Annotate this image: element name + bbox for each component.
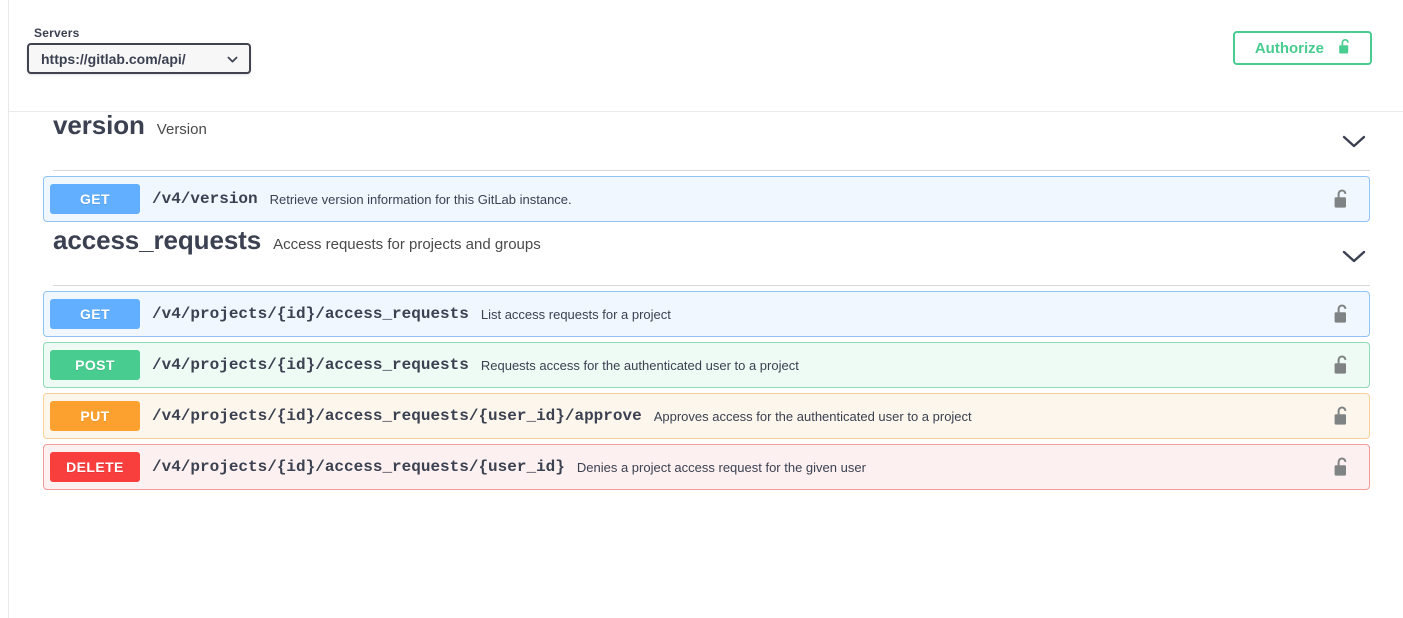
lock-open-icon[interactable] [1333,303,1351,325]
authorize-wrap: Authorize [1232,31,1372,65]
method-badge: GET [50,184,140,214]
tag-name: access_requests [53,225,262,255]
left-border-rule [8,0,9,618]
operation-path: /v4/projects/{id}/access_requests/{user_… [152,458,565,476]
chevron-down-icon[interactable] [1341,134,1367,149]
operation-summary: List access requests for a project [480,306,671,322]
tag-name: version [53,112,145,140]
authorize-button-label: Authorize [1254,39,1324,57]
operation-path: /v4/version [152,190,258,208]
authorize-button[interactable]: Authorize [1232,31,1372,65]
operation-row[interactable]: GET /v4/version Retrieve version informa… [43,176,1370,222]
operation-path: /v4/projects/{id}/access_requests [152,305,469,323]
chevron-down-icon[interactable] [1341,249,1367,264]
servers-label: Servers [34,26,80,40]
lock-open-icon[interactable] [1333,188,1351,210]
lock-open-icon[interactable] [1333,456,1351,478]
operation-row[interactable]: POST /v4/projects/{id}/access_requests R… [43,342,1370,388]
tag-section-version: version Version GET /v4/version Retrieve… [9,112,1403,222]
operation-summary: Approves access for the authenticated us… [653,408,972,424]
tag-divider [53,170,1370,171]
operation-summary: Retrieve version information for this Gi… [269,191,572,207]
tag-divider [53,285,1370,286]
tag-section-access-requests: access_requests Access requests for proj… [9,227,1403,490]
operation-row[interactable]: DELETE /v4/projects/{id}/access_requests… [43,444,1370,490]
tag-description: Version [156,121,207,138]
operation-path: /v4/projects/{id}/access_requests [152,356,469,374]
lock-open-icon[interactable] [1333,354,1351,376]
tag-header-version[interactable]: version Version [9,112,1403,170]
lock-open-icon[interactable] [1333,405,1351,427]
chevron-down-icon [227,54,238,65]
method-badge: POST [50,350,140,380]
operation-summary: Requests access for the authenticated us… [480,357,799,373]
servers-block: Servers https://gitlab.com/api/ [27,26,251,74]
method-badge: PUT [50,401,140,431]
method-badge: GET [50,299,140,329]
scheme-container: Servers https://gitlab.com/api/ Authoriz… [9,0,1403,112]
tag-header-access-requests[interactable]: access_requests Access requests for proj… [9,227,1403,285]
tag-description: Access requests for projects and groups [273,236,541,253]
operation-path: /v4/projects/{id}/access_requests/{user_… [152,407,642,425]
operation-list-version: GET /v4/version Retrieve version informa… [9,171,1403,222]
operation-list-access-requests: GET /v4/projects/{id}/access_requests Li… [9,286,1403,490]
lock-open-icon [1338,38,1352,58]
server-select[interactable]: https://gitlab.com/api/ [27,43,251,74]
operations-container: version Version GET /v4/version Retrieve… [9,112,1403,618]
server-select-value: https://gitlab.com/api/ [41,50,186,67]
operation-summary: Denies a project access request for the … [576,459,866,475]
operation-row[interactable]: GET /v4/projects/{id}/access_requests Li… [43,291,1370,337]
method-badge: DELETE [50,452,140,482]
operation-row[interactable]: PUT /v4/projects/{id}/access_requests/{u… [43,393,1370,439]
